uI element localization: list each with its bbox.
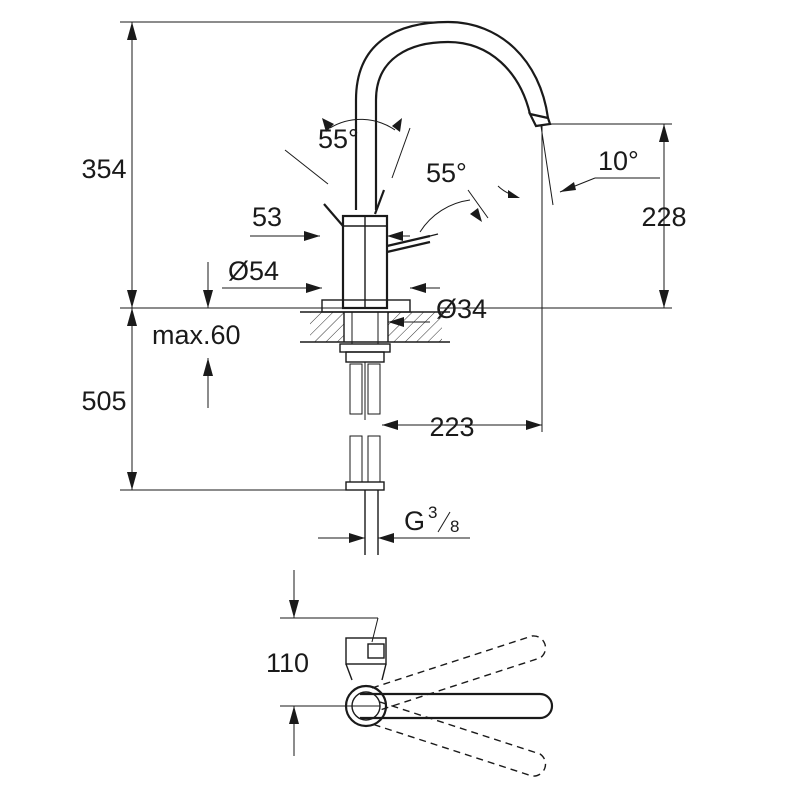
top-base-circle (344, 684, 388, 728)
dim-223 (382, 420, 542, 430)
label-angle-right: 55° (426, 158, 467, 188)
label-spout-angle: 10° (598, 146, 639, 176)
top-view: 110 (266, 570, 554, 777)
angle-markers (284, 118, 660, 233)
label-reach: 223 (429, 412, 474, 442)
label-base-diameter: Ø54 (228, 256, 279, 286)
label-max-counter: max.60 (152, 320, 241, 350)
supply-hoses (345, 363, 385, 555)
label-total-height: 354 (81, 154, 126, 184)
dim-thread (318, 533, 470, 543)
svg-text:8: 8 (450, 517, 459, 536)
label-handle-clearance: 110 (266, 648, 309, 678)
right-dimension (500, 123, 672, 309)
label-spout-height: 228 (641, 202, 686, 232)
dim-d54 (203, 262, 440, 308)
left-dimension (120, 21, 448, 491)
handle-lever (323, 189, 439, 254)
top-spout (345, 637, 387, 681)
countertop-section (300, 311, 450, 420)
label-thread: G 3 8 (404, 503, 459, 536)
base-plate (321, 299, 411, 313)
faucet-body (341, 214, 389, 310)
dim-max60 (203, 358, 213, 408)
svg-text:3: 3 (428, 503, 437, 522)
top-handle-rotated (371, 635, 547, 777)
dim-53 (250, 231, 410, 241)
spout-axis (540, 125, 554, 206)
svg-text:G: G (404, 506, 425, 536)
label-angle-left: 55° (318, 124, 359, 154)
side-view: 354 228 505 max.60 55° 55° 10° 53 Ø54 Ø3… (81, 20, 687, 555)
top-handle (360, 692, 554, 720)
label-body-height: 53 (252, 202, 282, 232)
label-below-counter: 505 (81, 386, 126, 416)
dim-d34 (388, 307, 520, 327)
label-hole-diameter: Ø34 (436, 294, 487, 324)
